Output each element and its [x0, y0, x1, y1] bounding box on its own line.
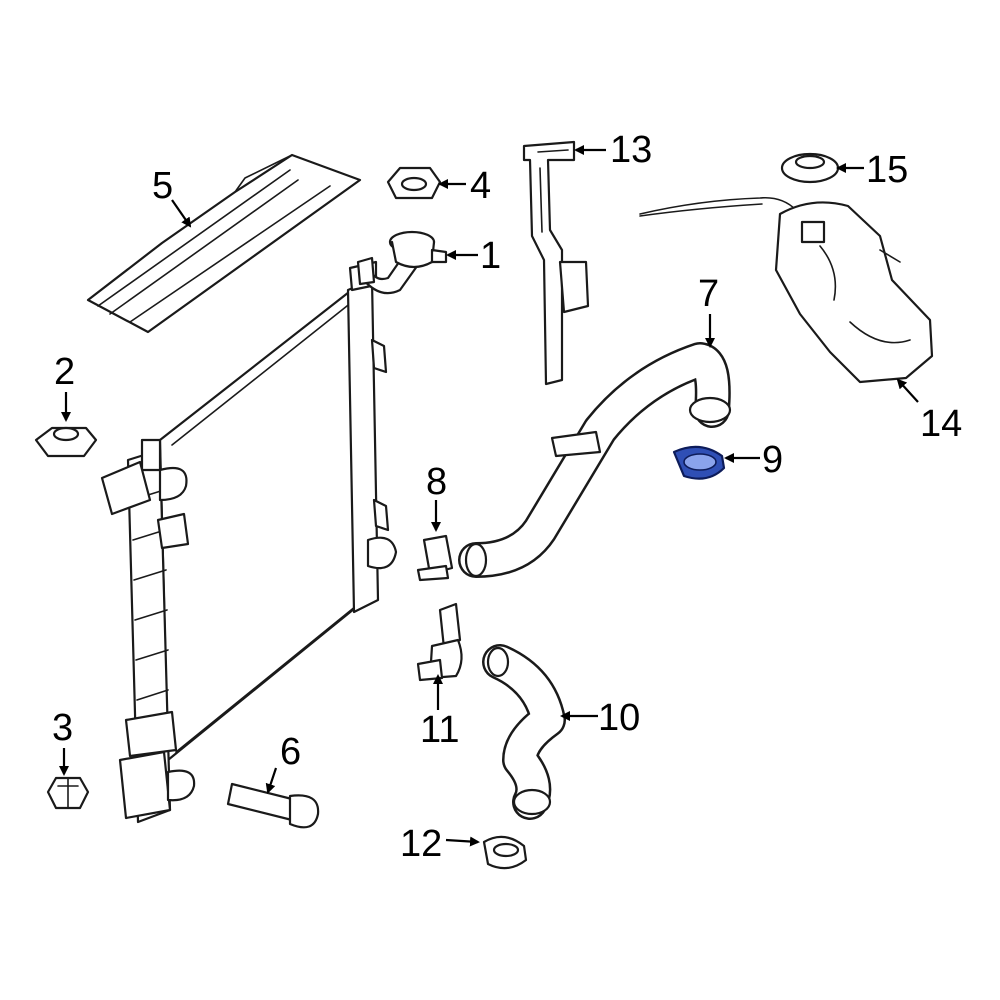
callout-5: 5	[152, 165, 173, 207]
callout-14: 14	[920, 403, 962, 445]
hose-clamp-highlighted-part[interactable]	[672, 445, 726, 480]
lower-hose-clamp-part[interactable]	[482, 835, 528, 870]
callout-13: 13	[610, 129, 652, 171]
leader-14	[896, 378, 919, 403]
leader-5	[171, 199, 192, 228]
reservoir-cap-part[interactable]	[780, 152, 840, 184]
lower-isolator-part[interactable]	[46, 776, 90, 810]
drain-plug-part[interactable]	[226, 782, 320, 829]
callout-12: 12	[400, 823, 442, 865]
lower-hose-part[interactable]	[482, 644, 566, 820]
upper-isolator-part[interactable]	[34, 426, 98, 458]
callout-11: 11	[420, 709, 459, 751]
callout-9: 9	[762, 439, 783, 481]
hose-clamp-part[interactable]	[416, 534, 454, 582]
callout-1: 1	[480, 235, 501, 277]
radiator-cap-part[interactable]	[386, 166, 442, 200]
leader-6	[265, 767, 278, 794]
radiator-part[interactable]	[100, 260, 398, 824]
callout-3: 3	[52, 707, 73, 749]
callout-6: 6	[280, 731, 301, 773]
coolant-reservoir-part[interactable]	[639, 196, 934, 384]
callout-4: 4	[470, 165, 491, 207]
sensor-bracket-part[interactable]	[522, 140, 590, 386]
hose-bracket-part[interactable]	[416, 602, 463, 682]
air-deflector-part[interactable]	[86, 153, 362, 334]
callout-labels: 1 2 3 4 5 6 7 8 9 10 11 12 13 14 15	[52, 129, 962, 865]
callout-10: 10	[598, 697, 640, 739]
upper-hose-part[interactable]	[458, 342, 732, 578]
callout-8: 8	[426, 461, 447, 503]
callout-7: 7	[698, 273, 719, 315]
leader-lines	[59, 145, 919, 847]
callout-15: 15	[866, 149, 908, 191]
callout-2: 2	[54, 351, 75, 393]
filler-neck-part[interactable]	[356, 230, 448, 295]
leader-12	[445, 836, 480, 847]
